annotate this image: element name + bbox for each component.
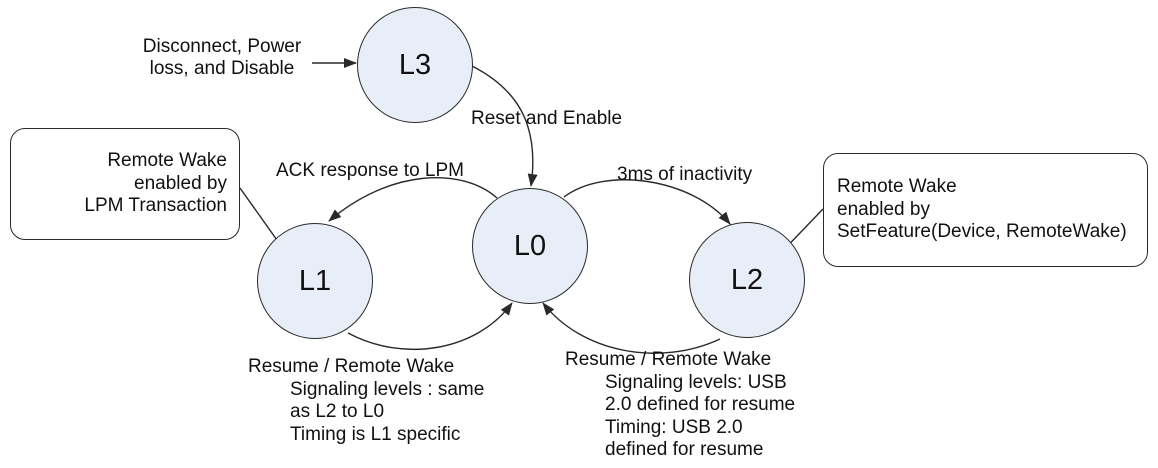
disconnect-transition-label: Disconnect, Power loss, and Disable	[142, 36, 302, 79]
state-label-l2: L2	[730, 263, 764, 296]
state-node-l1: L1	[257, 223, 373, 339]
reset-enable-transition-label: Reset and Enable	[471, 108, 623, 129]
inactivity-transition-label: 3ms of inactivity	[617, 164, 753, 185]
l1-resume-annotation: Resume / Remote Wake Signaling levels : …	[248, 356, 484, 446]
l1-resume-title: Resume / Remote Wake	[248, 356, 455, 377]
l2-resume-title: Resume / Remote Wake	[565, 349, 772, 370]
l2-resume-details: Signaling levels: USB 2.0 defined for re…	[605, 371, 796, 461]
reset-enable-edge	[471, 65, 538, 187]
l2-resume-edge	[542, 302, 721, 354]
state-label-l1: L1	[298, 264, 332, 297]
l1-resume-edge	[347, 302, 513, 350]
l1-remote-wake-callout-text: Remote Wake enabled by LPM Transaction	[84, 150, 227, 217]
l2-remote-wake-callout-text: Remote Wake enabled by SetFeature(Device…	[837, 176, 1127, 243]
l2-remote-wake-callout: Remote Wake enabled by SetFeature(Device…	[823, 153, 1148, 267]
state-label-l0: L0	[513, 229, 547, 262]
state-node-l3: L3	[357, 7, 473, 123]
l1-resume-details: Signaling levels : same as L2 to L0 Timi…	[290, 378, 485, 445]
inactivity-edge	[563, 179, 731, 225]
l1-remote-wake-callout: Remote Wake enabled by LPM Transaction	[10, 128, 240, 240]
ack-lpm-edge	[328, 177, 498, 222]
l2-resume-annotation: Resume / Remote Wake Signaling levels: U…	[565, 349, 795, 462]
state-node-l2: L2	[689, 222, 805, 338]
ack-lpm-transition-label: ACK response to LPM	[276, 160, 464, 181]
state-label-l3: L3	[398, 48, 432, 81]
state-node-l0: L0	[472, 188, 588, 304]
